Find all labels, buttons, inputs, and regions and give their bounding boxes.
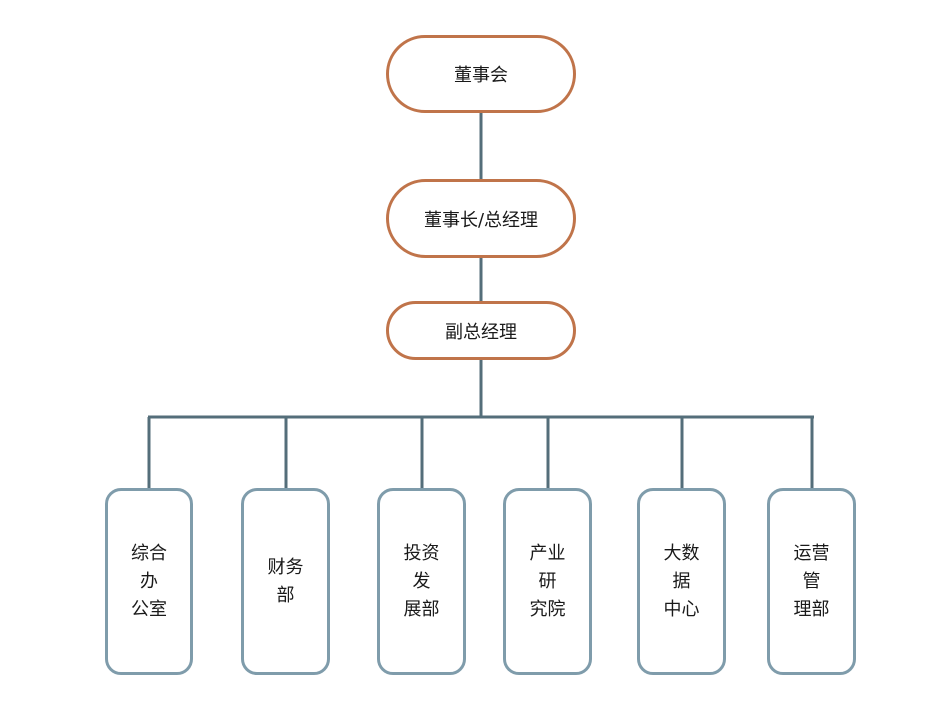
node-chairman: 董事长/总经理 — [386, 179, 576, 258]
dept-investment: 投资发 展部 — [377, 488, 466, 675]
dept-research-line2: 究院 — [529, 598, 566, 620]
dept-bigdata-line2: 中心 — [663, 598, 700, 620]
dept-general-office-line1: 综合办 — [131, 542, 167, 592]
node-chairman-label: 董事长/总经理 — [423, 209, 539, 231]
dept-research-line1: 产业研 — [529, 542, 566, 592]
node-board: 董事会 — [386, 35, 576, 113]
dept-general-office-line2: 公室 — [131, 598, 167, 620]
dept-general-office: 综合办 公室 — [105, 488, 193, 675]
dept-research: 产业研 究院 — [503, 488, 592, 675]
dept-operations: 运营管 理部 — [767, 488, 856, 675]
dept-operations-line1: 运营管 — [793, 542, 830, 592]
dept-bigdata: 大数据 中心 — [637, 488, 726, 675]
dept-finance: 财务部 — [241, 488, 330, 675]
node-vice-gm: 副总经理 — [386, 301, 576, 360]
dept-finance-line1: 财务部 — [267, 556, 304, 606]
dept-investment-line2: 展部 — [403, 598, 440, 620]
dept-operations-line2: 理部 — [793, 598, 830, 620]
node-vice-gm-label: 副总经理 — [445, 321, 517, 343]
node-board-label: 董事会 — [454, 65, 508, 86]
dept-bigdata-line1: 大数据 — [663, 542, 700, 592]
dept-investment-line1: 投资发 — [403, 542, 440, 592]
